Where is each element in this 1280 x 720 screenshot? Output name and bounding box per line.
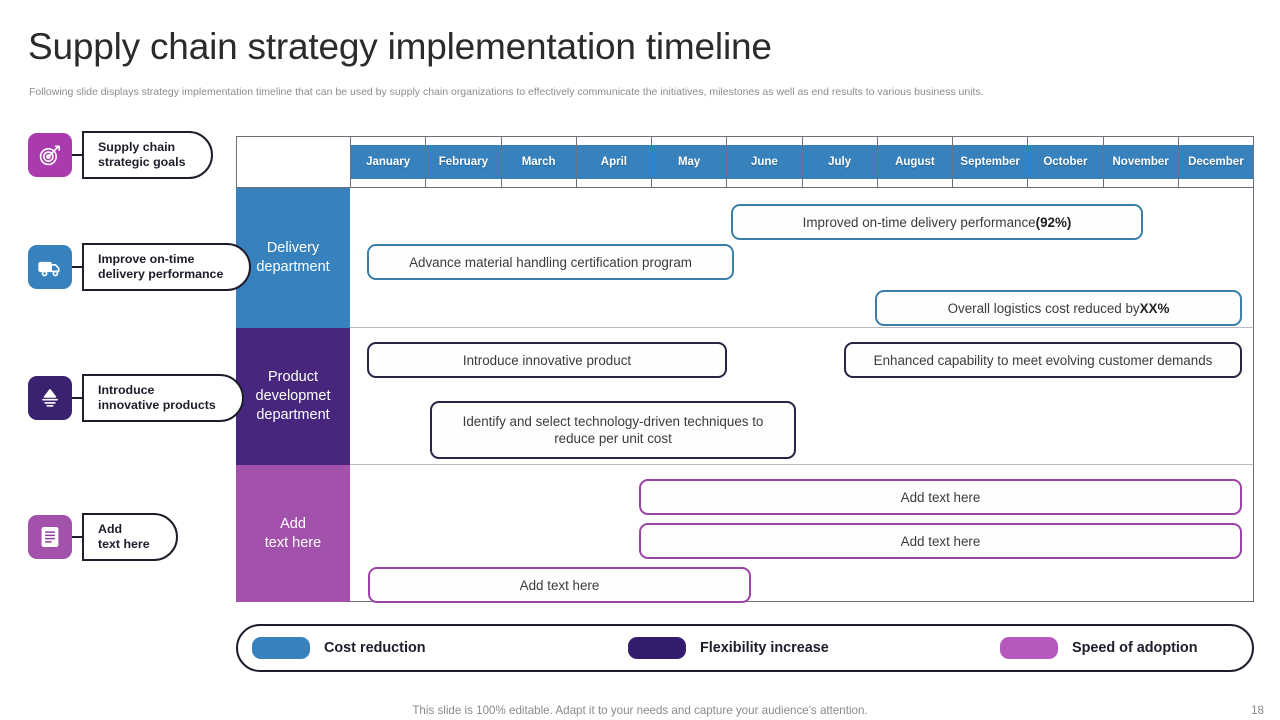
department-label-line2: text here bbox=[264, 534, 322, 551]
legend-item: Cost reduction bbox=[252, 637, 426, 659]
department-label: Product developmet department bbox=[236, 328, 350, 465]
department-label-line1: Delivery bbox=[266, 240, 320, 256]
month-header-cell: March bbox=[500, 137, 576, 187]
department-label-line1: Product bbox=[268, 369, 318, 385]
timeline-bar-text: Overall logistics cost reduced by bbox=[947, 300, 1140, 316]
timeline-bar-text: Enhanced capability to meet evolving cus… bbox=[873, 352, 1213, 368]
page-subtitle: Following slide displays strategy implem… bbox=[29, 86, 984, 98]
timeline-bar-text: Add text here bbox=[519, 577, 600, 593]
month-header-cell: August bbox=[876, 137, 952, 187]
timeline-bar[interactable]: Introduce innovative product bbox=[367, 342, 727, 378]
timeline-bar[interactable]: Enhanced capability to meet evolving cus… bbox=[844, 342, 1242, 378]
month-header-cell: September bbox=[952, 137, 1028, 187]
legend-label: Speed of adoption bbox=[1072, 640, 1198, 656]
legend: Cost reduction Flexibility increase Speed … bbox=[236, 624, 1254, 672]
month-label: June bbox=[727, 145, 802, 179]
month-label: August bbox=[877, 145, 952, 179]
legend-swatch bbox=[628, 637, 686, 659]
goal-connector-line bbox=[72, 154, 84, 156]
timeline-bar-emphasis: (92%) bbox=[1035, 214, 1072, 230]
goal-label-line2: strategic goals bbox=[98, 155, 186, 169]
month-label: February bbox=[426, 145, 501, 179]
legend-item: Speed of adoption bbox=[1000, 637, 1198, 659]
timeline-bar[interactable]: Add text here bbox=[639, 479, 1242, 515]
timeline-bar-text: Introduce innovative product bbox=[462, 352, 632, 368]
legend-label: Flexibility increase bbox=[700, 640, 829, 656]
goal-label-line1: Introduce bbox=[98, 383, 155, 397]
month-label: May bbox=[652, 145, 727, 179]
department-label-line3: department bbox=[256, 407, 330, 423]
month-header-cell: October bbox=[1027, 137, 1103, 187]
footer-note: This slide is 100% editable. Adapt it to… bbox=[412, 704, 868, 717]
timeline-bar-text: Identify and select technology-driven te… bbox=[462, 414, 764, 446]
legend-swatch bbox=[252, 637, 310, 659]
month-header-cell: January bbox=[350, 137, 426, 187]
timeline-bar-text: Add text here bbox=[900, 489, 981, 505]
legend-item: Flexibility increase bbox=[628, 637, 829, 659]
timeline-bar[interactable]: Add text here bbox=[368, 567, 751, 603]
goal-connector-line bbox=[72, 536, 84, 538]
goal-label-line1: Supply chain bbox=[98, 140, 176, 154]
month-label: December bbox=[1178, 145, 1253, 179]
goal-connector-line bbox=[72, 397, 84, 399]
document-clipboard-icon bbox=[28, 515, 72, 559]
legend-label: Cost reduction bbox=[324, 640, 426, 656]
month-label: September bbox=[953, 145, 1028, 179]
page-title: Supply chain strategy implementation tim… bbox=[28, 26, 772, 67]
goal-label-line1: Improve on-time bbox=[98, 252, 195, 266]
month-header-cell: February bbox=[425, 137, 501, 187]
month-header-cell: May bbox=[651, 137, 727, 187]
target-arrow-icon bbox=[28, 133, 72, 177]
timeline-bar[interactable]: Add text here bbox=[639, 523, 1242, 559]
month-header-cell: April bbox=[575, 137, 651, 187]
month-label: March bbox=[501, 145, 576, 179]
month-label: April bbox=[576, 145, 651, 179]
department-label-line2: developmet bbox=[255, 388, 331, 404]
timeline-bar[interactable]: Improved on-time delivery performance (9… bbox=[731, 204, 1143, 240]
month-label: January bbox=[351, 145, 426, 179]
timeline-bar-emphasis: XX% bbox=[1139, 300, 1170, 316]
goal-connector-line bbox=[72, 266, 84, 268]
month-label: July bbox=[802, 145, 877, 179]
timeline-bar[interactable]: Identify and select technology-driven te… bbox=[430, 401, 796, 459]
goal-label-line2: delivery performance bbox=[98, 267, 224, 281]
month-header-cell: December bbox=[1177, 137, 1254, 187]
month-label: October bbox=[1028, 145, 1103, 179]
department-label: Delivery department bbox=[236, 188, 350, 328]
page-number: 18 bbox=[1251, 704, 1264, 717]
timeline-bar-text: Add text here bbox=[900, 533, 981, 549]
timeline-bar-text: Advance material handling certification … bbox=[409, 254, 692, 270]
innovation-idea-icon bbox=[28, 376, 72, 420]
department-label: Add text here bbox=[236, 465, 350, 602]
month-header-cell: July bbox=[801, 137, 877, 187]
department-label-line1: Add bbox=[280, 515, 306, 532]
month-label: November bbox=[1103, 145, 1178, 179]
timeline-bar[interactable]: Advance material handling certification … bbox=[367, 244, 734, 280]
month-header-cell: November bbox=[1102, 137, 1178, 187]
goal-label-line2: text here bbox=[98, 537, 150, 551]
timeline-bar[interactable]: Overall logistics cost reduced by XX% bbox=[875, 290, 1242, 326]
timeline-corner-cell bbox=[236, 137, 350, 187]
timeline-bar-text: Improved on-time delivery performance bbox=[802, 214, 1036, 230]
department-label-line2: department bbox=[256, 259, 330, 275]
goal-label-line2: innovative products bbox=[98, 398, 216, 412]
month-header-cell: June bbox=[726, 137, 802, 187]
legend-swatch bbox=[1000, 637, 1058, 659]
delivery-truck-icon bbox=[28, 245, 72, 289]
goal-label-line1: Add bbox=[98, 522, 123, 536]
